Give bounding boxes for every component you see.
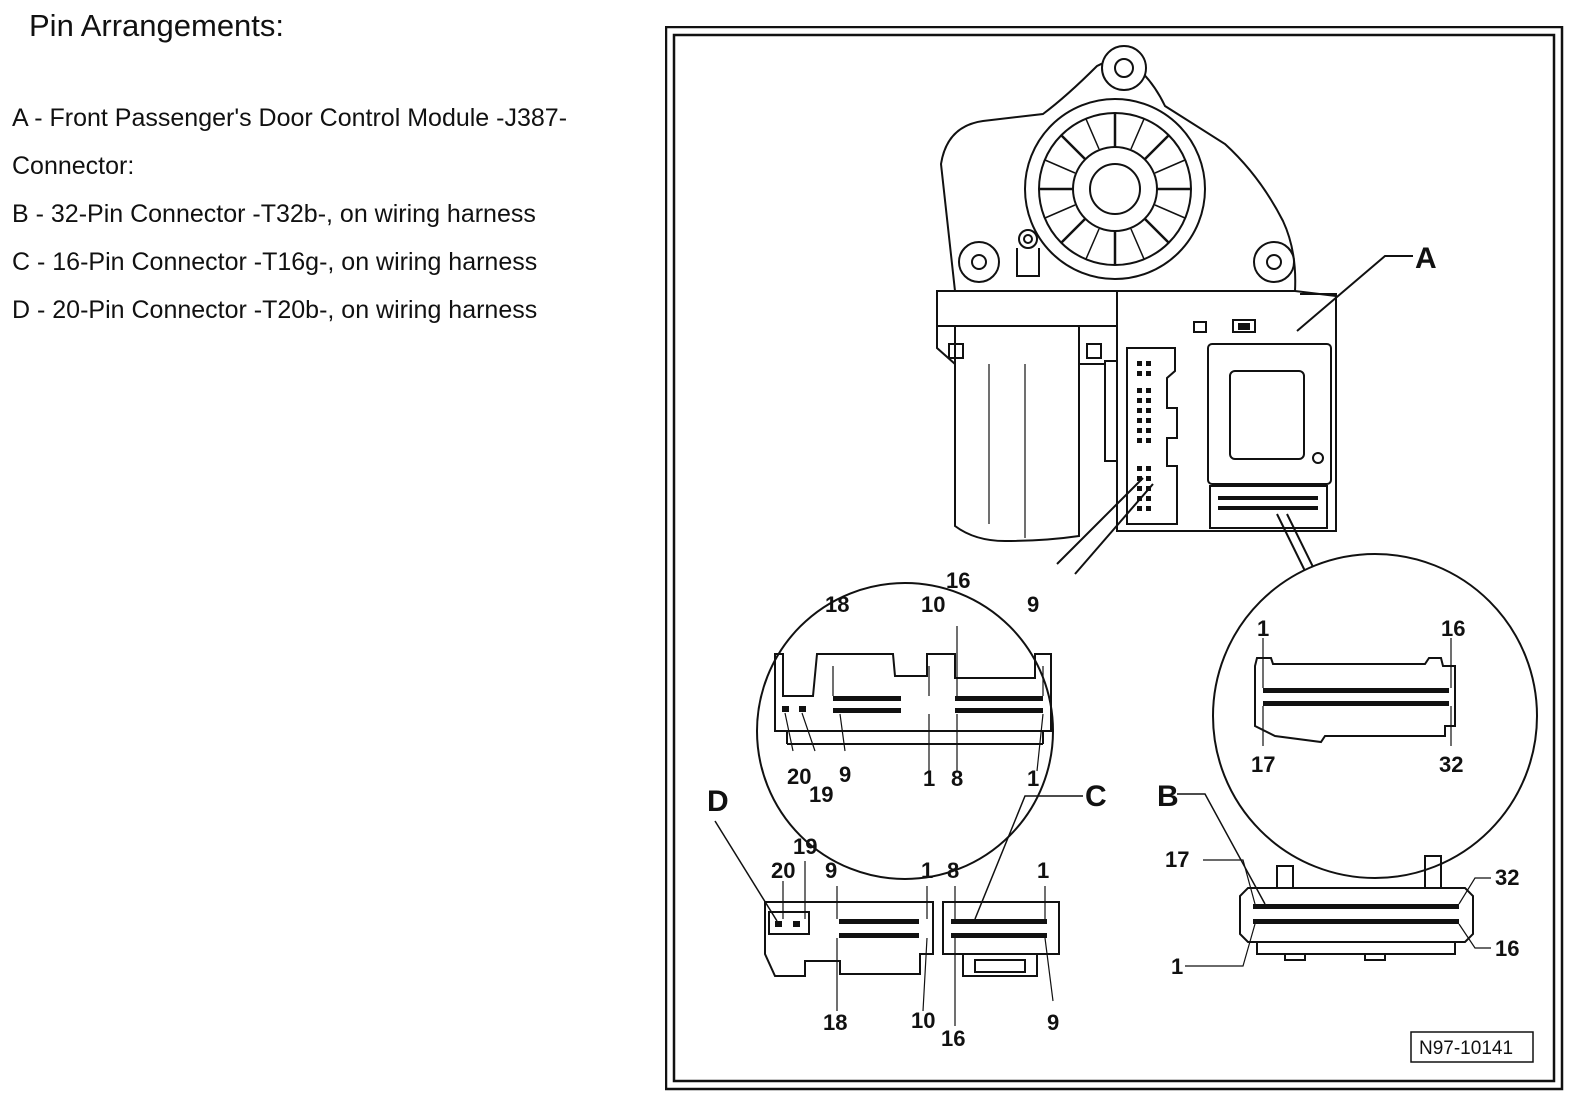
- figure-reference: N97-10141: [1410, 1031, 1534, 1063]
- connector-c: [942, 795, 1083, 1026]
- module-bottom-pins: [1218, 496, 1318, 510]
- callout-a: A: [1296, 242, 1437, 332]
- conn-c-label-16: 16: [941, 1026, 965, 1051]
- zoom-right-labels: 1 16 17 32: [1251, 616, 1465, 777]
- conn-b-label-1: 1: [1171, 954, 1183, 979]
- zoom-left-label-1b: 1: [1027, 766, 1039, 791]
- conn-c-label-9: 9: [1047, 1010, 1059, 1035]
- connector-d: [714, 820, 934, 1012]
- callout-label-a: A: [1415, 242, 1437, 275]
- zoom-right-label-16: 16: [1441, 616, 1465, 641]
- connector-b-labels: B 17 32 1 16: [1157, 780, 1519, 979]
- zoom-left-label-9b: 9: [839, 762, 851, 787]
- zoom-circle-right: [1212, 513, 1538, 879]
- window-motor: [936, 45, 1297, 543]
- conn-c-label-1: 1: [1037, 858, 1049, 883]
- connector-c-labels: C 8 1 16 9: [941, 780, 1107, 1051]
- conn-d-label-19: 19: [793, 834, 817, 859]
- zoom-left-label-20: 20: [787, 764, 811, 789]
- zoom-left-labels: 16 18 10 9 20 19 9 1 8 1: [787, 568, 1039, 807]
- zoom-left-label-16: 16: [946, 568, 970, 593]
- page-title: Pin Arrangements:: [29, 8, 285, 43]
- callout-label-b: B: [1157, 780, 1179, 813]
- figure-frame-inner: [672, 33, 1556, 1083]
- zoom-left-label-18: 18: [825, 592, 849, 617]
- conn-b-label-32: 32: [1495, 865, 1519, 890]
- zoom-left-label-9: 9: [1027, 592, 1039, 617]
- conn-d-label-18: 18: [823, 1010, 847, 1035]
- zoom-left-label-10: 10: [921, 592, 945, 617]
- conn-b-label-17: 17: [1165, 847, 1189, 872]
- legend-item-connector: Connector:: [12, 152, 135, 180]
- connector-b: [1177, 793, 1491, 967]
- legend-item-a: A - Front Passenger's Door Control Modul…: [12, 104, 568, 132]
- legend-item-c: C - 16-Pin Connector -T16g-, on wiring h…: [12, 248, 538, 276]
- conn-d-label-1: 1: [921, 858, 933, 883]
- zoom-left-label-1: 1: [923, 766, 935, 791]
- module-vertical-pins: [1137, 361, 1151, 511]
- zoom-right-label-32: 32: [1439, 752, 1463, 777]
- legend-item-d: D - 20-Pin Connector -T20b-, on wiring h…: [12, 296, 538, 324]
- connector-diagram: A 16 18 10 9 20 19 9 1 8 1: [665, 26, 1565, 1092]
- connector-d-labels: D 19 20 9 1 18 10: [707, 785, 935, 1035]
- callout-label-c: C: [1085, 780, 1107, 813]
- conn-d-label-20: 20: [771, 858, 795, 883]
- callout-label-d: D: [707, 785, 729, 818]
- legend-list: A - Front Passenger's Door Control Modul…: [12, 94, 652, 334]
- zoom-left-label-19: 19: [809, 782, 833, 807]
- conn-d-label-10: 10: [911, 1008, 935, 1033]
- zoom-circle-left: [756, 477, 1154, 880]
- zoom-right-label-1: 1: [1257, 616, 1269, 641]
- legend-item-b: B - 32-Pin Connector -T32b-, on wiring h…: [12, 200, 536, 228]
- conn-d-label-9: 9: [825, 858, 837, 883]
- zoom-right-label-17: 17: [1251, 752, 1275, 777]
- figure-reference-number: N97-10141: [1419, 1038, 1513, 1059]
- conn-b-label-16: 16: [1495, 936, 1519, 961]
- figure-frame-outer: [665, 26, 1564, 1091]
- conn-c-label-8: 8: [947, 858, 959, 883]
- zoom-left-label-8: 8: [951, 766, 963, 791]
